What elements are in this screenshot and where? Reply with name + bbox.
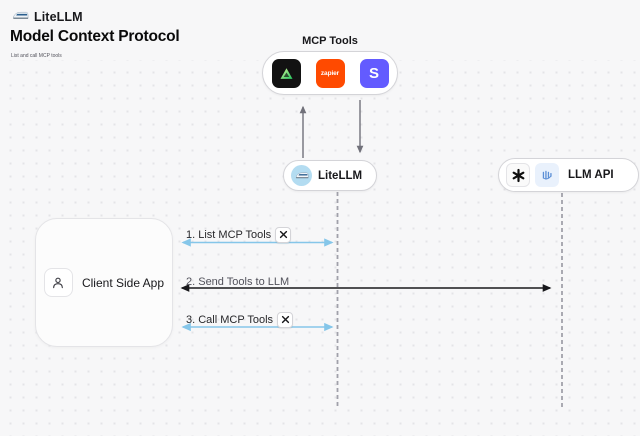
- sequence-label-3: 3. Call MCP Tools: [186, 311, 294, 328]
- mcp-tools-group: zapier S: [262, 51, 398, 95]
- page-subtitle: List and call MCP tools: [11, 53, 62, 59]
- triangle-logo-icon: [271, 58, 301, 88]
- mcp-tools-label: MCP Tools: [302, 35, 358, 47]
- sequence-label-1-text: 1. List MCP Tools: [186, 228, 272, 241]
- sequence-label-3-text: 3. Call MCP Tools: [186, 313, 274, 326]
- brand-name: LiteLLM: [34, 10, 83, 24]
- stripe-letter: S: [368, 64, 379, 82]
- llm-provider-icon: [535, 163, 559, 187]
- openai-icon: [506, 163, 530, 187]
- litellm-node-train-icon: [291, 165, 312, 186]
- tools-icon: [277, 311, 294, 328]
- sequence-label-2-text: 2. Send Tools to LLM: [186, 275, 290, 288]
- llm-api-node: LLM API: [498, 158, 639, 192]
- page-title: Model Context Protocol: [10, 28, 180, 45]
- zapier-icon: zapier: [315, 58, 345, 88]
- zapier-wordmark: zapier: [320, 69, 340, 77]
- client-node-label: Client Side App: [81, 275, 165, 290]
- litellm-train-icon: [12, 8, 29, 26]
- client-side-app-node: Client Side App: [35, 218, 173, 347]
- tools-icon: [275, 226, 292, 243]
- user-icon: [43, 268, 73, 297]
- sequence-label-1: 1. List MCP Tools: [186, 226, 292, 243]
- brand: LiteLLM: [12, 8, 83, 26]
- stripe-icon: S: [359, 58, 389, 88]
- litellm-node-label: LiteLLM: [318, 169, 363, 182]
- sequence-label-2: 2. Send Tools to LLM: [186, 274, 289, 289]
- litellm-node: LiteLLM: [283, 160, 377, 191]
- llm-api-node-label: LLM API: [568, 169, 614, 181]
